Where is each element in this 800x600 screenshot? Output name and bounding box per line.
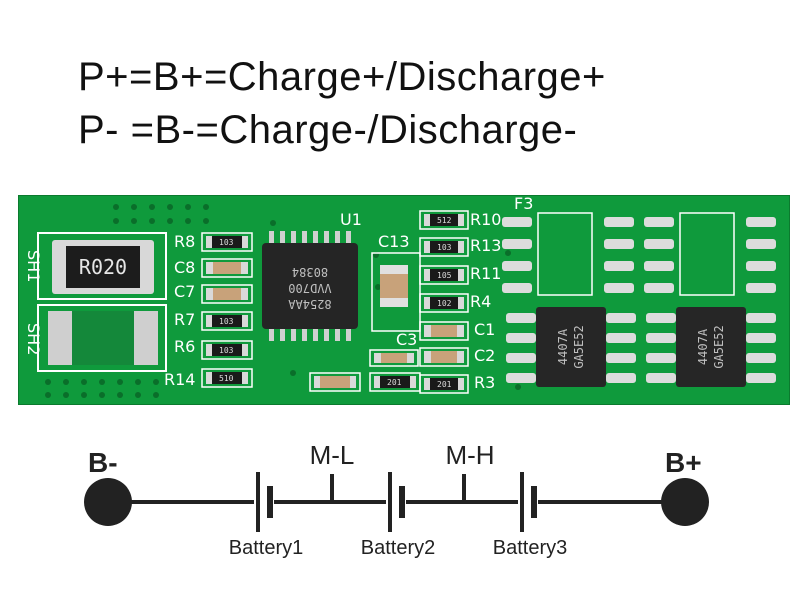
res-code-r3: 201: [437, 380, 452, 389]
sh2-pad-right: [134, 311, 158, 365]
sh2-outline: [37, 304, 167, 372]
label-r13: R13: [470, 236, 501, 255]
res-code-r14: 510: [219, 374, 234, 383]
sh1-outline: [37, 232, 167, 300]
right-component-column: 512 103 105 102 201: [419, 210, 469, 394]
label-m-l: M-L: [310, 440, 355, 470]
solder-pads: [502, 217, 776, 293]
label-u1: U1: [340, 210, 362, 229]
ic-u1-pins: [269, 231, 351, 341]
label-battery3: Battery3: [493, 537, 567, 559]
label-r4: R4: [470, 292, 491, 311]
label-f3: F3: [514, 195, 533, 213]
label-c13: C13: [378, 232, 410, 251]
label-r3: R3: [474, 373, 495, 392]
label-b-minus: B-: [88, 447, 118, 478]
pcb-photo: SH1 R020 SH2 R8 C8 C7 R7 R6 R14 103 103 …: [18, 195, 790, 405]
res-code-r8: 103: [219, 238, 234, 247]
mosfet-1-line2: GA5E52: [572, 325, 586, 368]
mosfet-2: [676, 307, 746, 387]
label-m-h: M-H: [445, 440, 494, 470]
mosfet-1: [536, 307, 606, 387]
battery-schematic: B- B+ M-L M-H Battery1 Battery2 Battery3: [84, 440, 709, 559]
left-component-column: 103 103 103 510: [201, 232, 253, 388]
label-r6: R6: [174, 337, 195, 356]
mosfet-2-line2: GA5E52: [712, 325, 726, 368]
res-code-r7: 103: [219, 317, 234, 326]
battery-cell-3: [518, 472, 538, 532]
shunt-code: R020: [79, 255, 127, 279]
f3-outline: [537, 212, 593, 296]
label-c7: C7: [174, 282, 195, 301]
mosfet-2-line1: 4407A: [696, 328, 710, 365]
label-c3: C3: [396, 330, 417, 349]
title-line-positive: P+=B+=Charge+/Discharge+: [78, 55, 606, 99]
label-b-plus: B+: [665, 447, 702, 478]
label-c2: C2: [474, 346, 495, 365]
res-code-r10: 512: [437, 216, 452, 225]
ic-u1-line2: VVD700: [288, 281, 331, 295]
terminal-b-minus: [84, 478, 132, 526]
res-code-r4: 102: [437, 299, 452, 308]
ic-u1-line1: 8254AA: [288, 297, 332, 311]
label-r10: R10: [470, 210, 501, 229]
battery-cell-2: [386, 472, 406, 532]
label-r14: R14: [164, 370, 195, 389]
label-c1: C1: [474, 320, 495, 339]
title-line-negative: P- =B-=Charge-/Discharge-: [78, 108, 578, 152]
via-dots: [45, 204, 521, 398]
terminal-b-plus: [661, 478, 709, 526]
label-r8: R8: [174, 232, 195, 251]
label-r11: R11: [470, 264, 501, 283]
c13-capacitor: [380, 265, 408, 307]
battery-cell-1: [254, 472, 274, 532]
ic-u1: [262, 243, 358, 329]
ic-u1-line3: 80384: [292, 265, 328, 279]
label-sh1: SH1: [24, 250, 43, 282]
label-r7: R7: [174, 310, 195, 329]
label-c8: C8: [174, 258, 195, 277]
res-code-r6: 103: [219, 346, 234, 355]
label-battery2: Battery2: [361, 537, 435, 559]
res-code-bottom1: 201: [387, 378, 402, 387]
label-sh2: SH2: [24, 323, 43, 355]
mosfet-1-line1: 4407A: [556, 328, 570, 365]
res-code-r11: 105: [437, 271, 452, 280]
label-battery1: Battery1: [229, 537, 303, 559]
sh2-pad-left: [48, 311, 72, 365]
res-code-r13: 103: [437, 243, 452, 252]
